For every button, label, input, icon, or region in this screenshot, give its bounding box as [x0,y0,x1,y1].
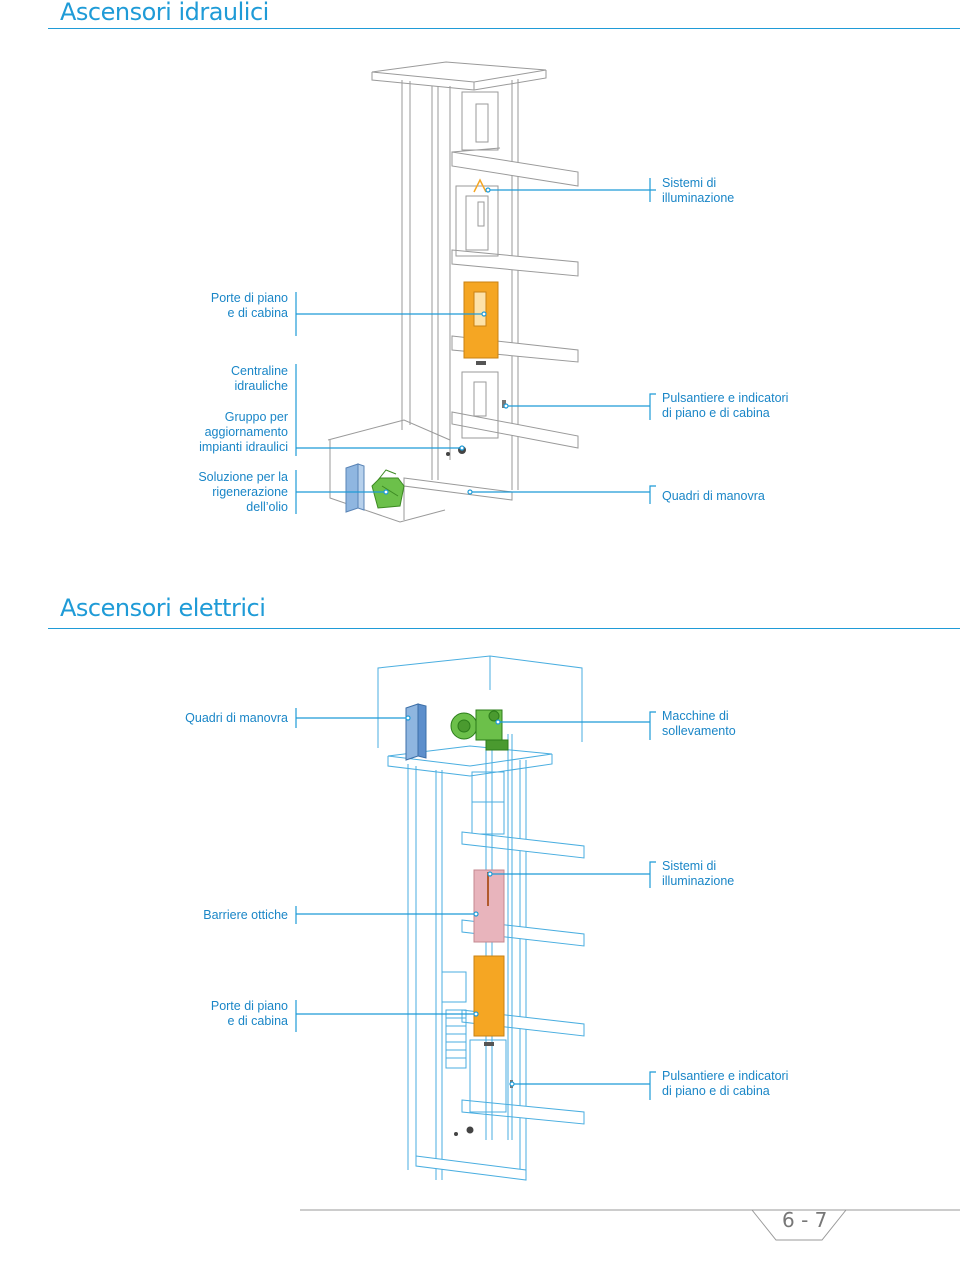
label-push-buttons-hydraulic: Pulsantiere e indicatori di piano e di c… [662,391,789,420]
label-doors-electric: Porte di piano e di cabina [210,999,288,1028]
label-hydraulic-units: Centraline idrauliche [231,364,288,393]
label-oil-regeneration: Soluzione per la rigenerazione dell’olio [198,470,288,514]
page-footer-rule [300,1209,960,1241]
section-title-electric: Ascensori elettrici [60,594,266,622]
label-control-panels-hydraulic: Quadri di manovra [662,489,765,503]
label-lighting-hydraulic: Sistemi di illuminazione [662,176,735,205]
hydraulic-shaft-drawing [327,61,579,523]
label-upgrade-group: Gruppo per aggiornamento impianti idraul… [199,410,288,454]
electric-control-panel-drawing [405,703,427,761]
label-control-panels-electric: Quadri di manovra [185,711,288,725]
electric-door-orange [473,955,505,1037]
section-title-hydraulic: Ascensori idraulici [60,0,269,26]
callout-leaders [295,178,656,1100]
lifting-machine-drawing [450,709,509,751]
title-rule-hydraulic [48,28,960,29]
label-light-barriers: Barriere ottiche [203,908,288,922]
label-doors-hydraulic: Porte di piano e di cabina [210,291,288,320]
label-push-buttons-electric: Pulsantiere e indicatori di piano e di c… [662,1069,789,1098]
label-lifting-machines: Macchine di sollevamento [662,709,736,738]
page-number: 6 - 7 [782,1208,828,1232]
label-lighting-electric: Sistemi di illuminazione [662,859,735,888]
title-rule-electric [48,628,960,629]
hydraulic-control-panel-drawing [345,463,365,513]
oil-regeneration-unit-drawing [371,469,405,509]
